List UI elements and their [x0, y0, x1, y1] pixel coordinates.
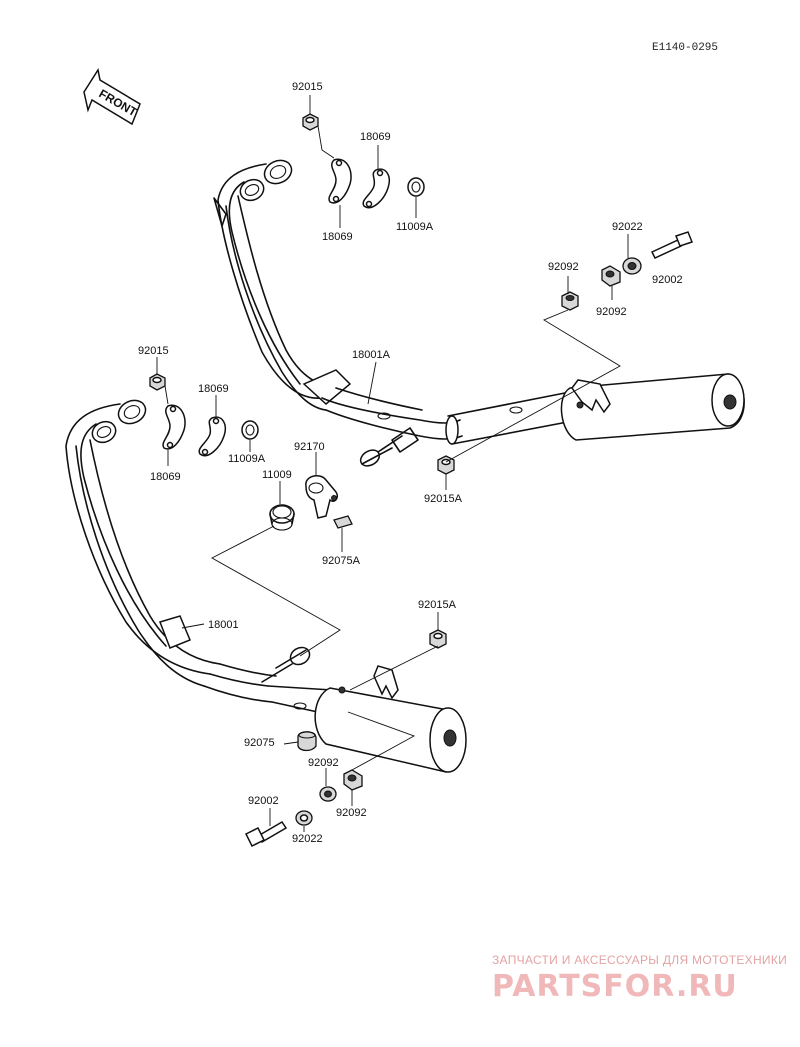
damper-92075a-icon: [333, 515, 353, 529]
clamp-18069-mid-a-icon: [162, 404, 186, 450]
part-label: 92022: [292, 833, 323, 845]
leader-lines: [156, 95, 629, 832]
nut-92015a-right-icon: [437, 455, 455, 475]
upper-exhaust-pipe: [213, 159, 745, 467]
part-label: 92015A: [424, 493, 463, 505]
part-label: 11009A: [396, 221, 434, 233]
part-label: 11009A: [228, 453, 266, 465]
lower-exhaust-pipe: [65, 399, 467, 773]
nut-92015a-low-icon: [429, 629, 447, 649]
part-label: 92092: [308, 757, 339, 769]
part-label: 18069: [198, 383, 229, 395]
part-label: 18069: [150, 471, 181, 483]
part-label: 92092: [548, 261, 579, 273]
gasket-11009a-top-icon: [407, 177, 425, 197]
clamp-18069-top-a-icon: [328, 158, 352, 204]
upper-small-parts: [269, 113, 693, 531]
bolt-92002-right-icon: [650, 231, 693, 259]
part-label: 11009: [262, 469, 292, 481]
lower-small-parts: [149, 373, 447, 848]
part-label: 18069: [322, 231, 353, 243]
part-label: 18001: [208, 619, 239, 631]
nut-92092-low-a-icon: [343, 769, 363, 791]
gasket-11009a-mid-icon: [241, 420, 259, 440]
gasket-11009-icon: [269, 504, 295, 531]
washer-92022-right-icon: [622, 257, 642, 275]
watermark-brand: PARTSFOR.RU: [492, 969, 738, 1004]
part-label: 92170: [294, 441, 325, 453]
nut-92015-mid-icon: [149, 373, 166, 391]
nut-92015-top-icon: [302, 113, 319, 131]
watermark-tagline: ЗАПЧАСТИ И АКСЕССУАРЫ ДЛЯ МОТОТЕХНИКИ: [492, 953, 787, 967]
part-label: 18069: [360, 131, 391, 143]
front-arrow-icon: FRONT: [83, 68, 141, 126]
washer-92092-low-b-icon: [319, 786, 337, 802]
part-label: 92002: [248, 795, 279, 807]
clamp-18069-mid-b-icon: [198, 416, 226, 457]
clamp-92170-icon: [305, 475, 339, 519]
part-label: 92015: [292, 81, 323, 93]
washer-92022-low-icon: [295, 810, 313, 826]
part-label: 92075: [244, 737, 275, 749]
part-label: 18001A: [352, 349, 391, 361]
nut-92092-right-a-icon: [601, 265, 621, 287]
part-label: 92075A: [322, 555, 361, 567]
part-label: 92015A: [418, 599, 457, 611]
nut-92092-right-b-icon: [561, 291, 579, 311]
part-label: 92002: [652, 274, 683, 286]
part-label: 92015: [138, 345, 169, 357]
part-labels: 92015 18069 18069 11009A 92022 92092 920…: [138, 81, 683, 845]
damper-92075-icon: [297, 731, 317, 752]
diagram-code: E1140-0295: [652, 42, 718, 54]
part-label: 92092: [336, 807, 367, 819]
watermark: ЗАПЧАСТИ И АКСЕССУАРЫ ДЛЯ МОТОТЕХНИКИ PA…: [492, 953, 787, 1004]
clamp-18069-top-b-icon: [362, 168, 390, 209]
bolt-92002-low-icon: [244, 820, 288, 848]
part-label: 92022: [612, 221, 643, 233]
part-label: 92092: [596, 306, 627, 318]
